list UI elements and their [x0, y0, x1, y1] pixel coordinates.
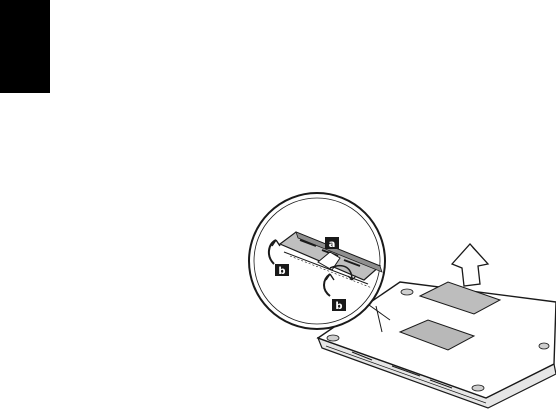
callout-b-left-label: b [278, 266, 285, 277]
up-arrow-icon [452, 244, 488, 286]
callout-a-label: a [329, 239, 336, 250]
magnifier-detail: a b b [249, 193, 385, 329]
callout-b-left: b [275, 264, 289, 277]
callout-a: a [325, 237, 339, 250]
callout-b-bottom: b [332, 299, 346, 312]
callout-b-bottom-label: b [335, 301, 342, 312]
